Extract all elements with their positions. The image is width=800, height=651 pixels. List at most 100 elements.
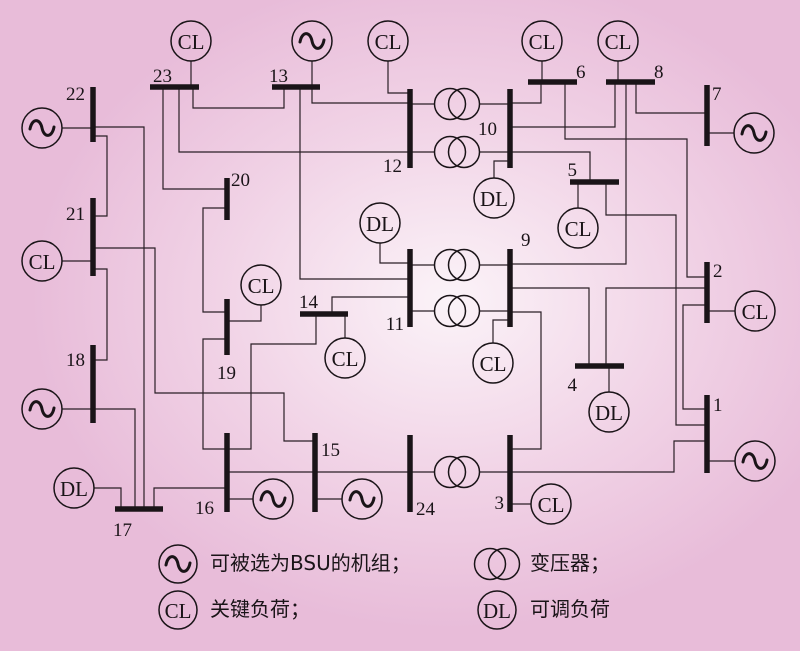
bus-24: 24 — [407, 435, 436, 520]
cl-load-bus-8-text: CL — [605, 30, 632, 54]
branch-9-4 — [510, 287, 590, 366]
generator-bus-18-circle — [21, 388, 63, 430]
attachment-lead-19 — [227, 305, 262, 322]
generator-icon — [158, 544, 198, 584]
cl-load-bus-5: CL — [557, 207, 599, 249]
transformer-winding-icon — [447, 87, 481, 121]
bus-label: 9 — [521, 230, 531, 251]
dl-load-bus-11-circle — [359, 202, 401, 244]
cl-load-bus-19-circle — [240, 264, 282, 306]
branch-8-9 — [510, 82, 627, 265]
cl-load-bus-14: CL — [324, 337, 366, 379]
generator-bus-7-circle — [733, 112, 775, 154]
cl-load-bus-5-text: CL — [565, 217, 592, 241]
attachment-lead-9 — [492, 319, 510, 343]
dl-load-bus-17-text: DL — [60, 477, 88, 501]
transformer-11-9 — [410, 248, 510, 282]
attachment-lead-10 — [493, 160, 510, 178]
transformer-winding-icon — [433, 87, 467, 121]
bus-label: 21 — [66, 204, 85, 225]
legend-item-generator: 可被选为BSU的机组； — [158, 544, 411, 584]
bus-9: 9 — [507, 230, 531, 327]
cl-load-icon: CL — [158, 590, 198, 630]
bus-label: 12 — [383, 156, 402, 177]
cl-load-bus-12: CL — [367, 20, 409, 62]
bus-15: 15 — [312, 433, 340, 512]
transformer-winding-icon — [433, 294, 467, 328]
dl-load-bus-10-text: DL — [480, 187, 508, 211]
bus-23: 23 — [150, 66, 199, 90]
bus-11: 11 — [386, 249, 413, 335]
cl-load-bus-23-text: CL — [178, 30, 205, 54]
bus-3: 3 — [495, 435, 513, 514]
cl-load-bus-5-circle — [557, 207, 599, 249]
generator-bus-7 — [733, 112, 775, 154]
dl-load-bus-10-circle — [473, 177, 515, 219]
bus-label: 5 — [568, 160, 578, 181]
legend-item-transformer: 变压器； — [473, 547, 610, 581]
generator-bus-15 — [341, 478, 383, 520]
bus-21: 21 — [66, 198, 96, 276]
branch-2-1 — [682, 304, 707, 410]
branch-22-17 — [93, 126, 145, 509]
transformer-12-10 — [410, 135, 510, 169]
bus-label: 15 — [321, 440, 340, 461]
legend-label: 可被选为BSU的机组； — [210, 551, 411, 575]
cl-load-bus-23-circle — [170, 20, 212, 62]
generator-bus-15-circle — [341, 478, 383, 520]
branch-18-17 — [93, 408, 136, 509]
bus-2: 2 — [704, 261, 723, 323]
bus-7: 7 — [704, 84, 722, 146]
branch-21-18 — [93, 268, 108, 361]
bus-label: 22 — [66, 84, 85, 105]
bus-label: 13 — [269, 66, 288, 87]
sine-wave-icon — [741, 452, 769, 470]
legend-item-DL: DL 可调负荷 — [477, 590, 610, 630]
cl-load-bus-19: CL — [240, 264, 282, 306]
generator-bus-1 — [734, 440, 776, 482]
branch-22-21 — [93, 135, 108, 217]
legend-label: 可调负荷 — [530, 597, 610, 621]
cl-load-bus-19-text: CL — [248, 274, 275, 298]
dl-load-icon-text: DL — [483, 599, 511, 623]
dl-load-bus-4: DL — [588, 391, 630, 433]
dl-load-icon: DL — [477, 590, 517, 630]
transformer-winding-icon — [433, 455, 467, 489]
generator-bus-16 — [252, 478, 294, 520]
bus-label: 20 — [231, 170, 250, 191]
cl-load-bus-9-text: CL — [480, 352, 507, 376]
transformer-12-10 — [410, 87, 510, 121]
dl-load-bus-17-circle — [53, 467, 95, 509]
generator-bus-18 — [21, 388, 63, 430]
bus-label: 17 — [113, 520, 132, 541]
bus-label: 24 — [416, 499, 436, 520]
cl-load-bus-21: CL — [21, 240, 63, 282]
sine-wave-icon — [348, 490, 376, 508]
sine-wave-icon — [164, 555, 192, 573]
cl-load-bus-12-circle — [367, 20, 409, 62]
transformer-winding-icon — [473, 547, 507, 581]
dl-load-bus-11-text: DL — [366, 212, 394, 236]
branch-13-12 — [311, 87, 410, 104]
generator-bus-13-circle — [291, 20, 333, 62]
bus-22: 22 — [66, 84, 96, 142]
attachment-lead-11 — [379, 243, 410, 264]
cl-load-bus-3-text: CL — [538, 493, 565, 517]
cl-load-bus-12-text: CL — [375, 30, 402, 54]
bus-12: 12 — [383, 89, 413, 177]
branch-4-2 — [605, 287, 707, 366]
cl-load-bus-6-circle — [521, 20, 563, 62]
branch-23-12 — [178, 87, 410, 153]
bus-label: 11 — [386, 314, 404, 335]
generator-bus-13 — [291, 20, 333, 62]
generator-bus-22 — [21, 107, 63, 149]
dl-load-bus-4-text: DL — [595, 401, 623, 425]
legend-label: 变压器； — [530, 551, 610, 575]
cl-load-bus-23: CL — [170, 20, 212, 62]
transformer-winding-icon — [487, 547, 521, 581]
bus-label: 8 — [654, 62, 664, 83]
dl-load-icon-circle — [477, 590, 517, 630]
bus-10: 10 — [478, 89, 513, 168]
